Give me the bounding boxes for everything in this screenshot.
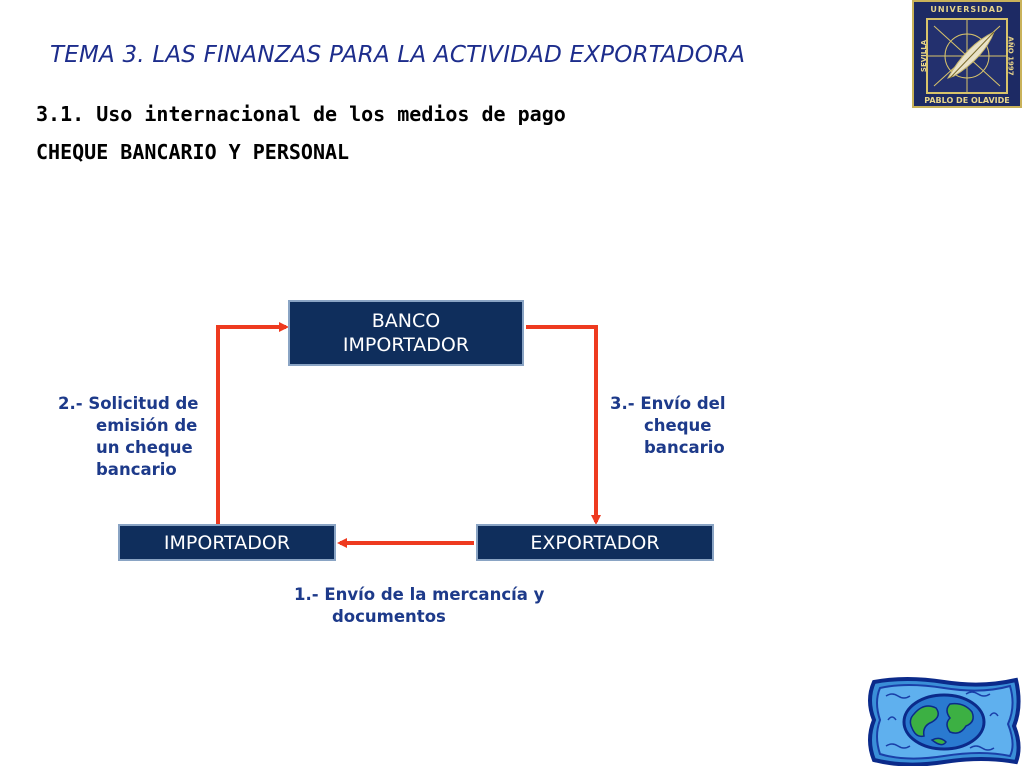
step-label-envio-cheque: 3.- Envío del cheque bancario [610,393,726,459]
node-banco-line-2: IMPORTADOR [342,334,470,356]
slide-title: TEMA 3. LAS FINANZAS PARA LA ACTIVIDAD E… [50,42,746,68]
step-mercancia-line-2: documentos [332,607,446,626]
step-cheque-line-3: bancario [644,438,725,457]
step-mercancia-line-1: 1.- Envío de la mercancía y [294,585,545,604]
node-importador: IMPORTADOR [118,524,336,561]
step-solicitud-line-3: un cheque [96,438,193,457]
quill-icon [928,20,1006,92]
step-label-envio-mercancia: 1.- Envío de la mercancía y documentos [294,584,544,628]
arrow-envio-cheque [526,325,601,525]
step-cheque-line-2: cheque [644,416,712,435]
logo-emblem [926,18,1008,94]
node-banco-importador: BANCO IMPORTADOR [288,300,524,366]
globe-icon [868,677,1021,766]
step-solicitud-line-1: 2.- Solicitud de [58,394,199,413]
node-exportador-label: EXPORTADOR [530,531,660,554]
section-subheading: CHEQUE BANCARIO Y PERSONAL [36,140,350,164]
step-cheque-line-1: 3.- Envío del [610,394,726,413]
step-label-solicitud: 2.- Solicitud de emisión de un cheque ba… [58,393,199,481]
node-exportador: EXPORTADOR [476,524,714,561]
logo-bottom-text: PABLO DE OLAVIDE [924,96,1010,105]
step-solicitud-line-4: bancario [96,460,177,479]
section-heading: 3.1. Uso internacional de los medios de … [36,102,566,126]
node-banco-line-1: BANCO [371,310,441,332]
university-logo: UNIVERSIDAD SEVILLA AÑO 1997 PABLO DE OL… [912,0,1022,108]
arrow-solicitud [216,322,289,524]
logo-top-text: UNIVERSIDAD [930,5,1004,14]
node-importador-label: IMPORTADOR [163,531,291,554]
step-solicitud-line-2: emisión de [96,416,198,435]
